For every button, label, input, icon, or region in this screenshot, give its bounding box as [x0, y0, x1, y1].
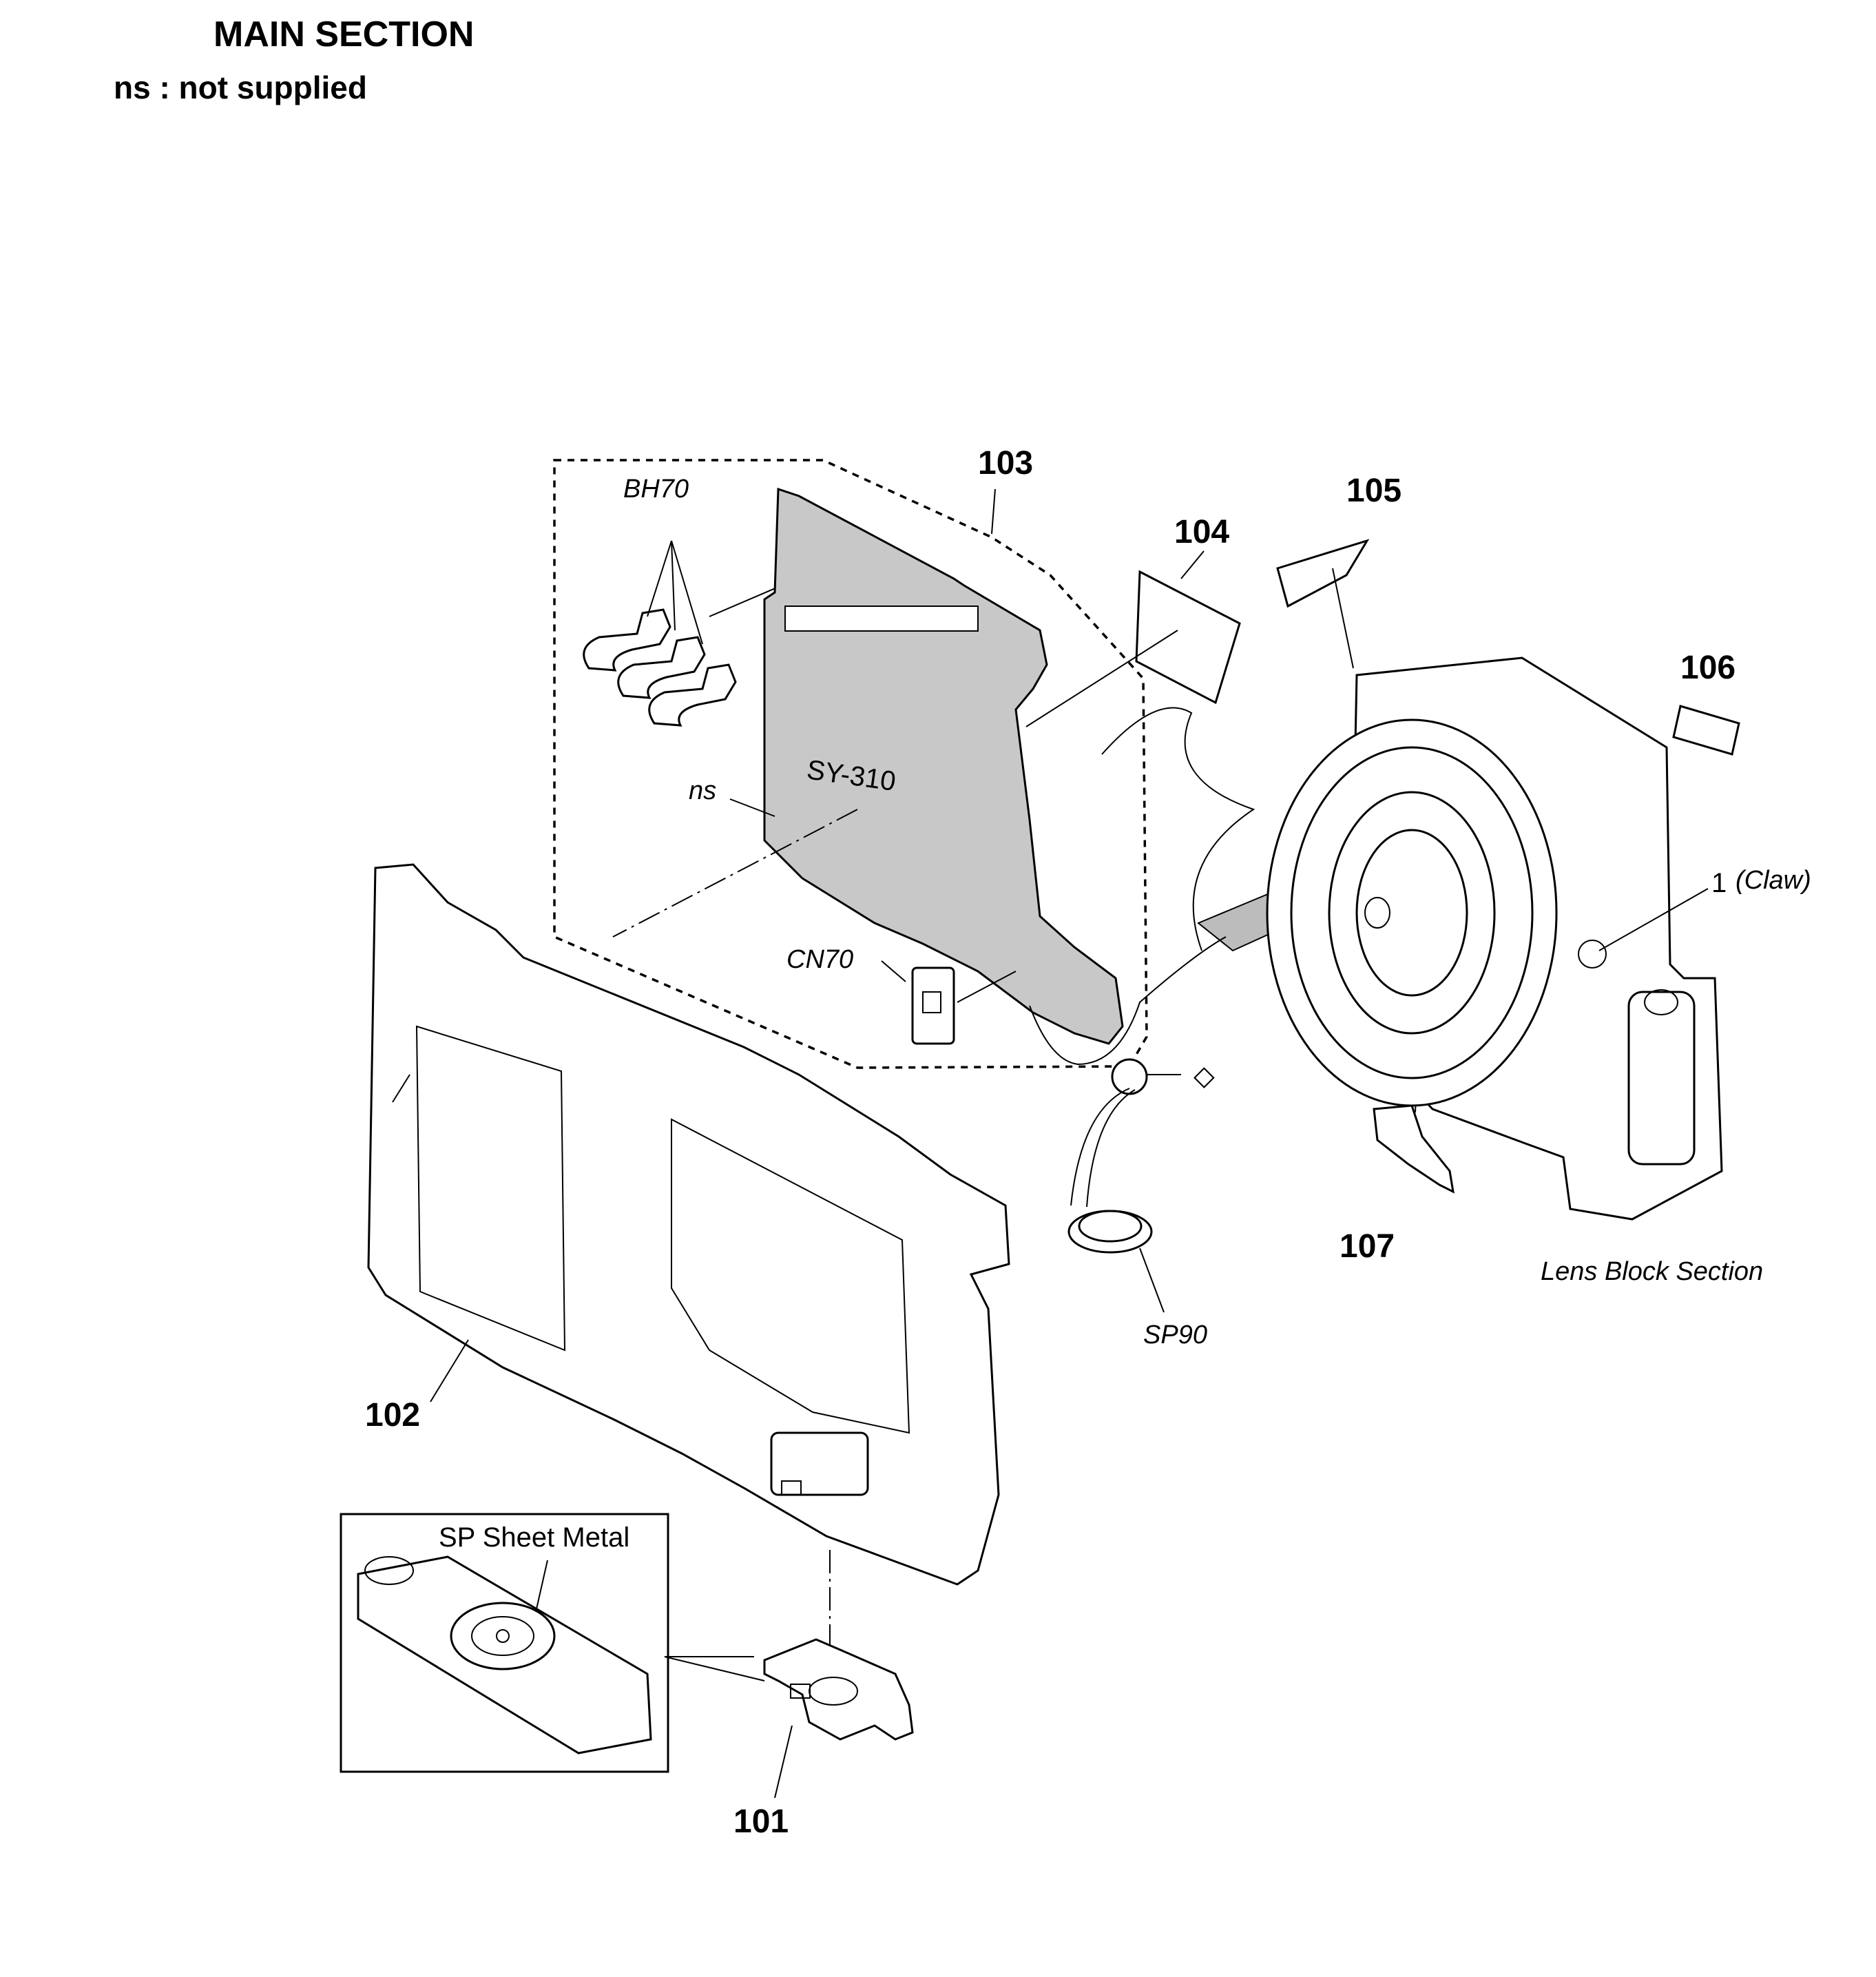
- board-section-boundary: [553, 459, 1148, 1069]
- cn70-connector: [881, 960, 1017, 1045]
- supply-marker: ◇: [1194, 1061, 1215, 1091]
- bh70-label: BH70: [623, 475, 689, 504]
- callout-107: 107: [1340, 1228, 1395, 1265]
- bracket-101: [763, 1638, 914, 1799]
- sheet-105: [1276, 539, 1370, 608]
- sp90-label: SP90: [1143, 1321, 1207, 1349]
- callout-103: 103: [978, 445, 1033, 482]
- ns-label: ns: [689, 776, 716, 805]
- callout-102: 102: [365, 1397, 420, 1433]
- frame-102: [367, 863, 1010, 1646]
- callout-105: 105: [1346, 473, 1401, 509]
- callout-104: 104: [1174, 514, 1229, 550]
- callout-101: 101: [733, 1803, 789, 1840]
- lens-block: [1266, 656, 1723, 1221]
- callout-claw-text: (Claw): [1736, 866, 1811, 895]
- sheet-104: [1135, 570, 1241, 705]
- sheet-106: [1672, 705, 1740, 756]
- sy-310-board: SY-310: [612, 487, 1124, 1045]
- bracket-107: [1373, 1104, 1455, 1194]
- page-title: MAIN SECTION: [213, 14, 475, 54]
- callout-106: 106: [1680, 650, 1736, 686]
- callout-claw-number: 1: [1711, 868, 1727, 898]
- detail-inset: [340, 1513, 765, 1773]
- lens-block-label: Lens Block Section: [1541, 1257, 1763, 1286]
- sp-sheet-metal-label: SP Sheet Metal: [439, 1522, 629, 1553]
- cn70-label: CN70: [786, 945, 853, 974]
- legend-note: ns : not supplied: [114, 70, 367, 105]
- bh70-clips: [583, 540, 806, 727]
- sp90-speaker: [1067, 1058, 1181, 1313]
